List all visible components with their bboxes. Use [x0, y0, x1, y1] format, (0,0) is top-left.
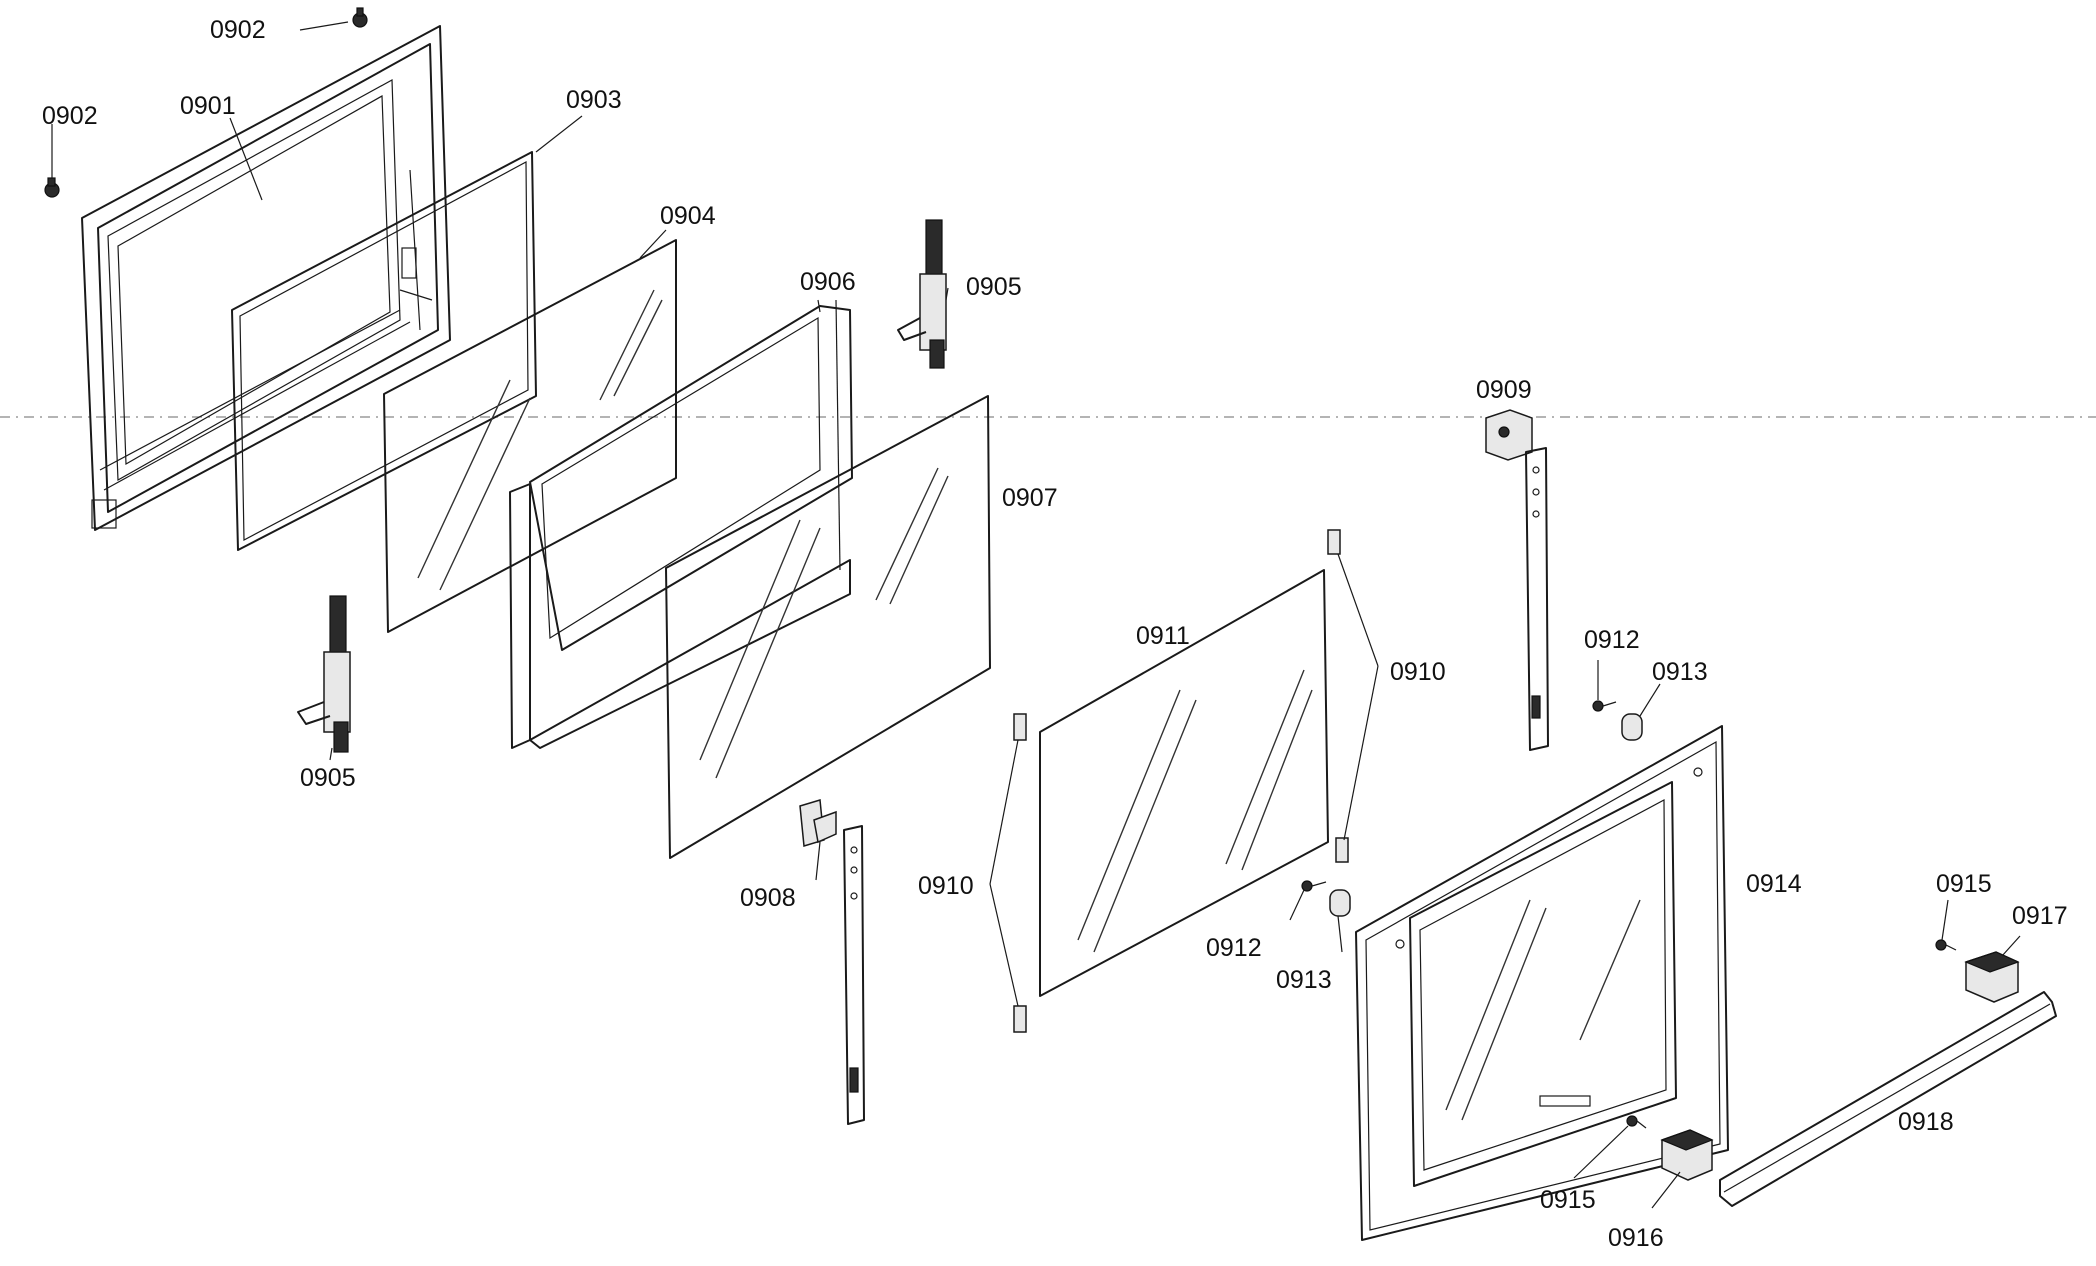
label-0915-right: 0915 [1936, 870, 1992, 898]
part-0918-handle-bar [1719, 991, 2057, 1207]
part-0904-glass-pane [383, 239, 677, 633]
part-0908-hinge-bracket [799, 799, 837, 847]
label-0905-right: 0905 [966, 273, 1022, 301]
part-0905-hinge-left [297, 595, 351, 753]
part-0913-spacer-upper [1621, 713, 1643, 741]
label-0916: 0916 [1608, 1224, 1664, 1252]
label-0918: 0918 [1898, 1108, 1954, 1136]
part-0909-hinge-strip [1525, 447, 1549, 751]
label-0912-lower: 0912 [1206, 934, 1262, 962]
callout-labels: 0902 0902 0901 0903 0904 0906 0905 0905 … [42, 16, 2068, 1252]
label-0911: 0911 [1136, 622, 1190, 650]
part-0909-hinge-bracket [1485, 409, 1533, 461]
label-0913-lower: 0913 [1276, 966, 1332, 994]
part-0902-screw-top [352, 7, 368, 28]
leader-lines [51, 21, 2021, 1209]
part-0905-hinge-right [897, 219, 947, 369]
part-0901-inner-door-frame [81, 25, 451, 531]
label-0902-top: 0902 [210, 16, 266, 44]
part-0915-screw-right [1935, 939, 1957, 951]
label-0904: 0904 [660, 202, 716, 230]
part-0908-hinge-strip [843, 825, 865, 1125]
label-0910-left: 0910 [918, 872, 974, 900]
label-0906: 0906 [800, 268, 856, 296]
part-0903-door-gasket [231, 151, 537, 551]
label-0912-upper: 0912 [1584, 626, 1640, 654]
part-0916-handle-end-cap [1660, 1129, 1714, 1181]
label-0910-right: 0910 [1390, 658, 1446, 686]
label-0905-left: 0905 [300, 764, 356, 792]
part-0911-glass-pane [1039, 569, 1329, 997]
label-0913-upper: 0913 [1652, 658, 1708, 686]
part-0917-handle-end-cap [1964, 951, 2020, 1003]
label-0908: 0908 [740, 884, 796, 912]
label-0917: 0917 [2012, 902, 2068, 930]
label-0914: 0914 [1746, 870, 1802, 898]
part-0910-clip-lower-left [1013, 1005, 1027, 1033]
part-0910-clip-right [1335, 837, 1349, 863]
label-0907: 0907 [1002, 484, 1058, 512]
part-0912-screw-lower [1301, 880, 1327, 892]
part-0913-spacer-lower [1329, 889, 1351, 917]
part-0907-glass-pane [665, 395, 991, 859]
label-0909: 0909 [1476, 376, 1532, 404]
part-0910-clip-upper-left [1013, 713, 1027, 741]
part-0914-outer-door-panel [1355, 725, 1729, 1241]
label-0902-left: 0902 [42, 102, 98, 130]
part-0910-clip-top [1327, 529, 1341, 555]
label-0901: 0901 [180, 92, 236, 120]
part-0915-screw-bottom [1626, 1115, 1647, 1129]
part-0912-screw-upper [1592, 700, 1617, 712]
part-0906-glass-retainer [509, 299, 853, 749]
part-0902-screw-left [44, 177, 60, 198]
label-0915-bottom: 0915 [1540, 1186, 1596, 1214]
label-0903: 0903 [566, 86, 622, 114]
